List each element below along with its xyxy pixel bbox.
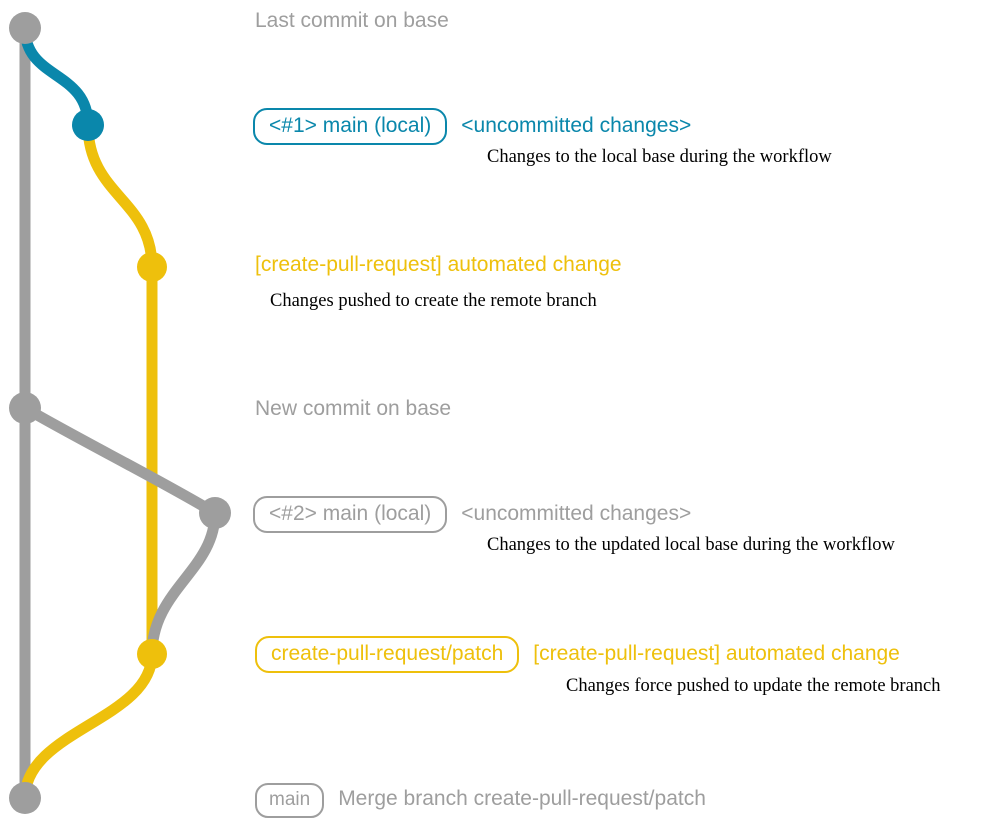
commit-title: <uncommitted changes>: [461, 502, 692, 525]
commit-row-local-change-2: <#2> main (local) <uncommitted changes>: [253, 496, 691, 533]
commit-title: Last commit on base: [255, 9, 449, 32]
graph-edge-basenew-to-local2: [19, 402, 221, 519]
commit-title: New commit on base: [255, 397, 452, 420]
ref-badge-main-local-1[interactable]: <#1> main (local): [253, 108, 448, 145]
graph-edge-base-to-local1: [19, 22, 94, 131]
graph-node-local-1: [72, 109, 104, 141]
ref-badge-main-local-2[interactable]: <#2> main (local): [253, 496, 448, 533]
commit-row-automated-change-2: create-pull-request/patch [create-pull-r…: [255, 636, 900, 673]
graph-node-patch-1: [137, 252, 167, 282]
commit-title: Merge branch create-pull-request/patch: [338, 787, 706, 810]
graph-node-local-2: [199, 497, 231, 529]
ref-badge-create-pull-request-patch[interactable]: create-pull-request/patch: [255, 636, 520, 673]
graph-node-base-new: [9, 392, 41, 424]
graph-edge-local2-to-patch2: [146, 507, 221, 660]
commit-description: Changes to the updated local base during…: [487, 535, 895, 555]
commit-row-last-commit-on-base: Last commit on base: [255, 8, 449, 34]
commit-row-local-change-1: <#1> main (local) <uncommitted changes>: [253, 108, 691, 145]
commit-description: Changes pushed to create the remote bran…: [270, 291, 597, 311]
graph-node-base-merge: [9, 782, 41, 814]
commit-title: <uncommitted changes>: [461, 114, 692, 137]
ref-badge-main[interactable]: main: [255, 783, 325, 818]
commit-description: Changes force pushed to update the remot…: [566, 676, 941, 696]
graph-node-base-last: [9, 12, 41, 44]
commit-row-automated-change-1: [create-pull-request] automated change: [255, 252, 622, 278]
graph-edge-patch2-to-merge: [19, 648, 158, 804]
commit-row-new-commit-on-base: New commit on base: [255, 396, 451, 422]
graph-node-patch-2: [137, 639, 167, 669]
graph-edge-local1-to-patch1: [82, 119, 158, 273]
commit-row-merge-commit: main Merge branch create-pull-request/pa…: [255, 783, 706, 818]
commit-title: [create-pull-request] automated change: [255, 253, 622, 276]
commit-description: Changes to the local base during the wor…: [487, 147, 832, 167]
commit-title: [create-pull-request] automated change: [533, 642, 900, 665]
